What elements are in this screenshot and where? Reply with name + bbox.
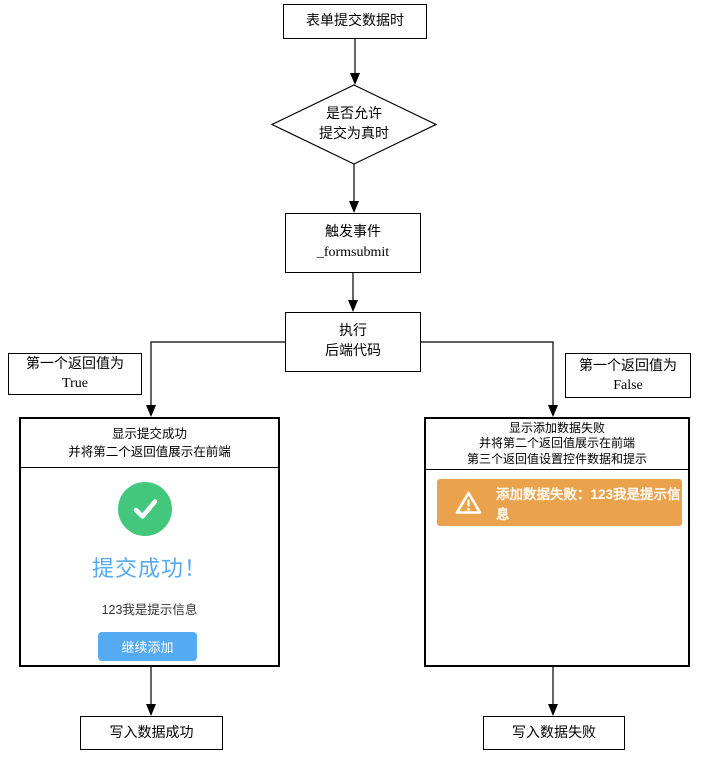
node-show-fail: 显示添加数据失败 并将第二个返回值展示在前端 第三个返回值设置控件数据和提示 添… [424,417,690,667]
node-trigger-event: 触发事件 _formsubmit [285,213,421,273]
decision-diamond-shape [270,84,438,165]
fail-header-line2: 并将第二个返回值展示在前端 [478,436,635,451]
success-box-header: 显示提交成功 并将第二个返回值展示在前端 [21,419,278,468]
fail-preview: 添加数据失败：123我是提示信息 [426,470,688,664]
label-first-return-false: 第一个返回值为 False [565,353,691,398]
end-fail-label: 写入数据失败 [512,725,596,741]
node-decision-line2: 提交为真时 [319,126,389,142]
connector-execute-to-fail [421,341,554,408]
node-decision: 是否允许 提交为真时 [272,85,436,164]
end-success-label: 写入数据成功 [109,725,194,741]
label-false-line1: 第一个返回值为 [579,358,677,374]
node-end-write-fail: 写入数据失败 [483,716,625,750]
check-circle-icon [118,482,172,536]
fail-header-line3: 第三个返回值设置控件数据和提示 [466,451,647,466]
fail-header-line1: 显示添加数据失败 [508,420,605,435]
node-end-write-success: 写入数据成功 [80,716,223,750]
success-header-line2: 并将第二个返回值展示在前端 [68,445,231,459]
node-trigger-line2: _formsubmit [316,245,390,260]
label-true-line2: True [62,376,88,391]
success-preview-message: 123我是提示信息 [101,603,198,617]
node-trigger-line1: 触发事件 [325,225,381,240]
error-alert-banner: 添加数据失败：123我是提示信息 [437,479,682,526]
node-start: 表单提交数据时 [283,4,427,39]
connector-execute-to-success [150,341,285,408]
node-execute-line2: 后端代码 [325,344,381,359]
label-true-line1: 第一个返回值为 [26,357,124,372]
node-decision-line1: 是否允许 [326,106,382,122]
success-preview: 提交成功！ 123我是提示信息 继续添加 [21,468,278,664]
label-false-line2: False [613,377,643,393]
success-preview-title: 提交成功！ [91,556,207,581]
node-show-success: 显示提交成功 并将第二个返回值展示在前端 提交成功！ 123我是提示信息 继续添… [19,417,280,667]
node-execute-line1: 执行 [339,324,367,339]
arrowheads [146,73,558,716]
warning-triangle-icon [455,491,482,515]
label-first-return-true: 第一个返回值为 True [8,353,142,395]
continue-add-button[interactable]: 继续添加 [98,632,197,661]
node-execute-backend: 执行 后端代码 [285,312,421,372]
fail-box-header: 显示添加数据失败 并将第二个返回值展示在前端 第三个返回值设置控件数据和提示 [426,419,688,470]
error-alert-text: 添加数据失败：123我是提示信息 [496,486,681,522]
success-header-line1: 显示提交成功 [111,427,187,441]
node-start-label: 表单提交数据时 [306,14,404,29]
